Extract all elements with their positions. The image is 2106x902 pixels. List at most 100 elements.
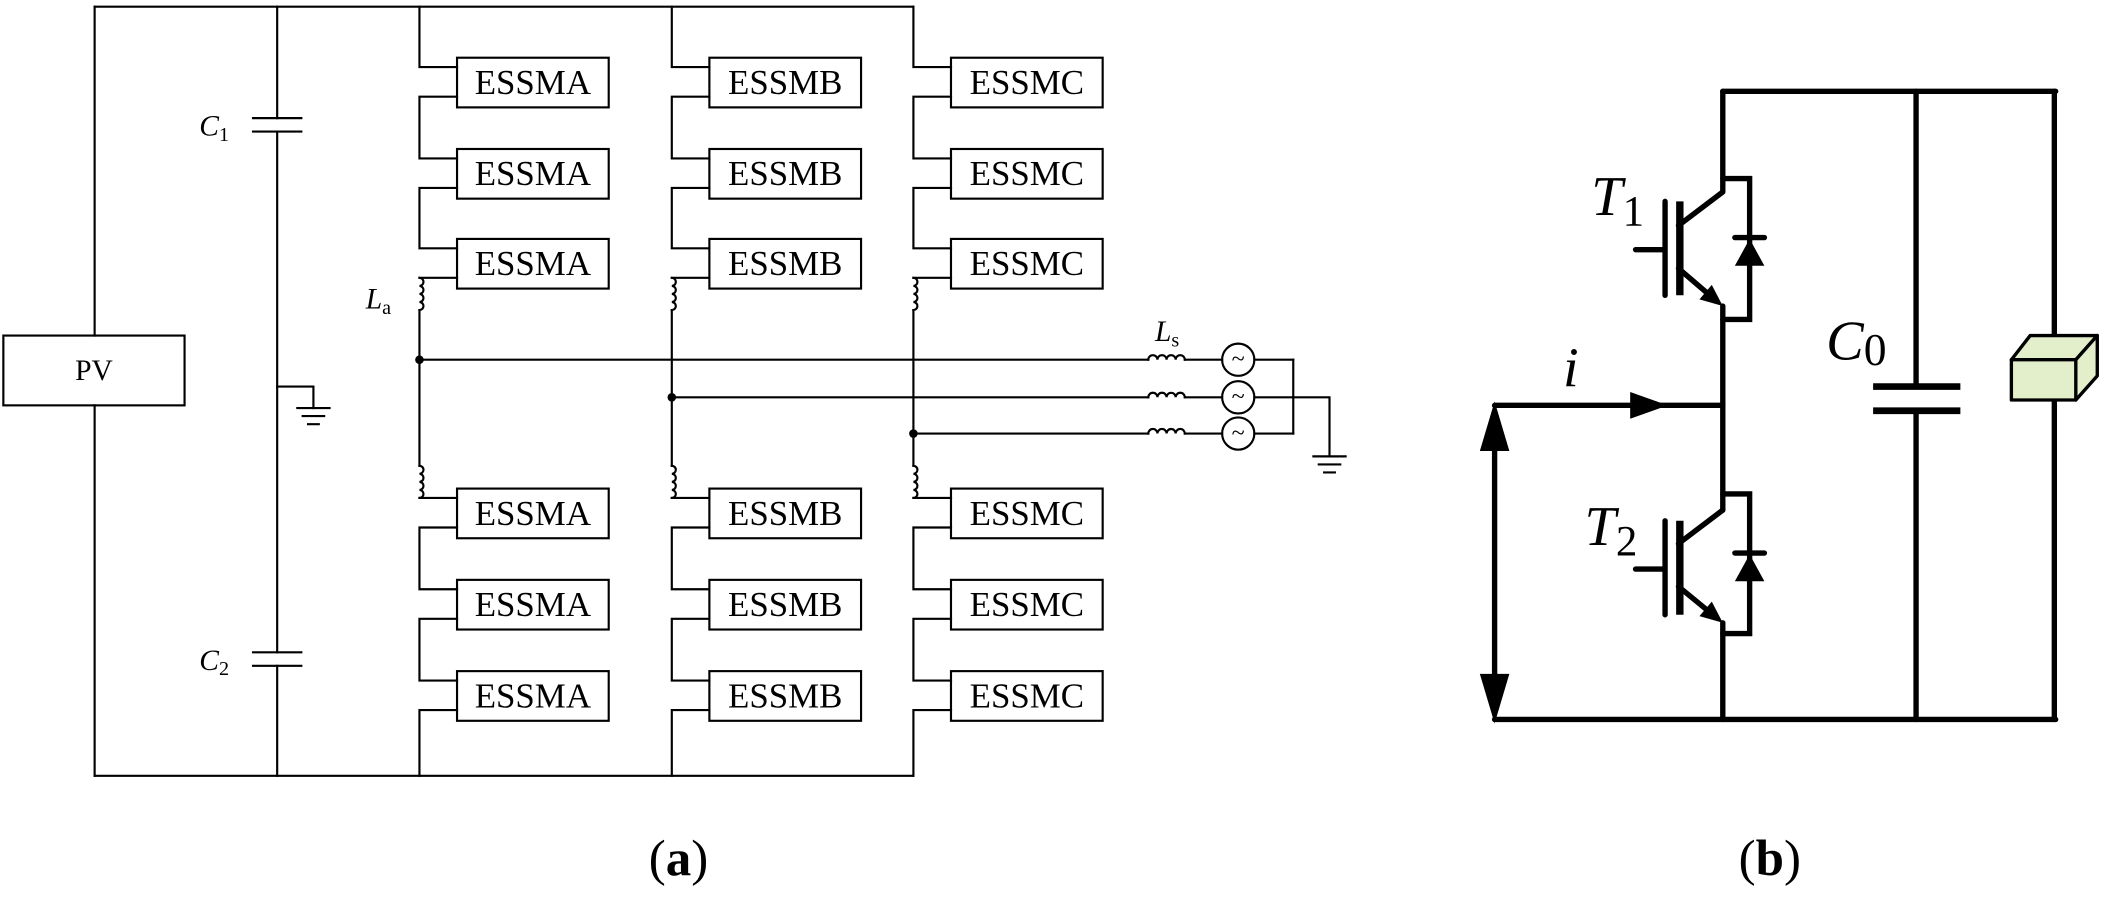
pv-label: PV: [75, 355, 113, 387]
essm-module: ESSMA: [455, 670, 610, 722]
essm-module: ESSMA: [455, 237, 610, 290]
essm-module-box: [708, 487, 863, 540]
essm-module-label: ESSMC: [970, 63, 1084, 102]
t1-subscript: 1: [1623, 189, 1644, 236]
pv-array-box: [2, 334, 186, 407]
essm-module-label: ESSMB: [728, 154, 842, 193]
caption-close-paren: ): [1784, 831, 1801, 887]
caption-open-paren: (: [1739, 831, 1756, 887]
t2-gate-wire: [1632, 518, 1668, 618]
ground-icon: [296, 406, 331, 426]
capacitor-c2-label: C2: [199, 645, 229, 680]
capacitor-c2-subscript: 2: [219, 658, 229, 680]
essm-module-box: [455, 487, 610, 540]
essm-module-box: [455, 670, 610, 722]
essm-module-label: ESSMB: [728, 244, 842, 283]
essm-module-box: [949, 237, 1104, 290]
phase-b-lower-arm-inductor-icon: [670, 464, 677, 500]
essm-module: ESSMB: [708, 237, 863, 290]
essm-module-label: ESSMA: [475, 63, 591, 102]
t2-symbol: T: [1585, 496, 1620, 558]
t2-collector-wire: [1675, 507, 1726, 547]
essm-module: ESSMC: [949, 56, 1104, 109]
essm-module-box: [949, 56, 1104, 109]
caption-letter: a: [666, 831, 692, 887]
voltage-arrow-up-icon: [1479, 401, 1510, 451]
essm-module-box: [708, 578, 863, 631]
essm-module-label: ESSMA: [475, 244, 591, 283]
c0-symbol: C: [1826, 311, 1865, 373]
t1-label: T1: [1591, 166, 1644, 236]
t2-subscript: 2: [1616, 519, 1637, 566]
storage-front-face: [2009, 358, 2078, 402]
essm-module-box: [949, 578, 1104, 631]
caption-close-paren: ): [691, 831, 708, 887]
grid-inductor-label: Ls: [1154, 316, 1179, 351]
essm-module-box: [949, 670, 1104, 722]
essm-module: ESSMB: [708, 578, 863, 631]
c0-label: C0: [1826, 311, 1886, 375]
essm-module-label: ESSMA: [475, 585, 591, 624]
essm-module-box: [949, 487, 1104, 540]
essm-module: ESSMC: [949, 147, 1104, 200]
capacitor-c2-icon: [251, 651, 303, 667]
phase-a-arm-wire: [418, 5, 459, 777]
ac-source-c-symbol: ~: [1232, 419, 1245, 446]
phase-a-junction-dot: [415, 355, 424, 365]
phase-a-grid-inductor-icon: [1147, 354, 1186, 361]
phase-c-leg: ESSMC ESSMC ESSMC ESSMC ESSMC ESSMC: [912, 5, 1104, 777]
phase-b-grid-wire: [670, 396, 1331, 458]
capacitor-c1-icon: [251, 117, 303, 133]
grid-inductor-symbol: L: [1154, 316, 1171, 348]
ac-source-c-circle: [1221, 416, 1256, 451]
grid-inductor-subscript: s: [1171, 329, 1179, 351]
essm-module-label: ESSMC: [970, 244, 1084, 283]
panel-a-mmc-circuit: PV C1 C2 ESSMAESSMAESSMAESSMAESSMAESSMAE…: [2, 5, 1347, 887]
essm-module-box: [708, 56, 863, 109]
t1-diode-icon: [1734, 238, 1765, 266]
essm-module-label: ESSMA: [475, 676, 591, 715]
caption-open-paren: (: [649, 831, 666, 887]
capacitor-c1-subscript: 1: [219, 124, 229, 146]
essm-module: ESSMA: [455, 147, 610, 200]
capacitor-c1-symbol: C: [199, 111, 219, 143]
essm-module-label: ESSMA: [475, 494, 591, 533]
arm-inductor-label: La: [365, 284, 391, 319]
capacitor-c2-symbol: C: [199, 645, 219, 677]
essm-module-label: ESSMB: [728, 676, 842, 715]
essm-module-label: ESSMC: [970, 494, 1084, 533]
panel-b-caption: (b): [1739, 831, 1801, 887]
t1-gate-wire: [1632, 198, 1668, 298]
essm-module-label: ESSMB: [728, 494, 842, 533]
essm-module: ESSMC: [949, 578, 1104, 631]
phase-c-arm-wire: [912, 5, 953, 777]
essm-module-box: [708, 670, 863, 722]
ac-source-a-circle: [1221, 342, 1256, 377]
dc-link-capacitors: C1 C2: [199, 5, 331, 777]
capacitor-c1-label: C1: [199, 111, 229, 146]
phase-b-grid-inductor-icon: [1147, 391, 1186, 399]
essm-module-box: [949, 147, 1104, 200]
essm-module-label: ESSMB: [728, 63, 842, 102]
essm-module: ESSMA: [455, 578, 610, 631]
phase-c-lower-arm-inductor-icon: [912, 464, 919, 500]
essm-module-box: [455, 578, 610, 631]
phase-c-grid-inductor-icon: [1147, 427, 1186, 435]
phase-a-upper-arm-inductor-icon: [418, 276, 425, 312]
essm-module-label: ESSMC: [970, 585, 1084, 624]
current-label: i: [1563, 338, 1579, 400]
essm-module-label: ESSMC: [970, 676, 1084, 715]
t1-collector-wire: [1675, 88, 1726, 229]
phase-b-upper-arm-inductor-icon: [670, 276, 677, 312]
essm-module: ESSMC: [949, 237, 1104, 290]
grid-connection: Ls ~ ~ ~: [418, 316, 1347, 474]
midpoint-ground-wire: [276, 385, 315, 410]
phase-b-arm-wire: [670, 5, 711, 777]
capacitor-c0-icon: [1873, 383, 1961, 415]
essm-module-label: ESSMA: [475, 154, 591, 193]
c0-subscript: 0: [1864, 324, 1887, 375]
phase-a-leg: ESSMA ESSMA ESSMA ESSMA ESSMA ESSMA: [418, 5, 610, 777]
arm-inductor-symbol: L: [365, 284, 382, 316]
igbt-t1: T1: [1591, 88, 1768, 323]
